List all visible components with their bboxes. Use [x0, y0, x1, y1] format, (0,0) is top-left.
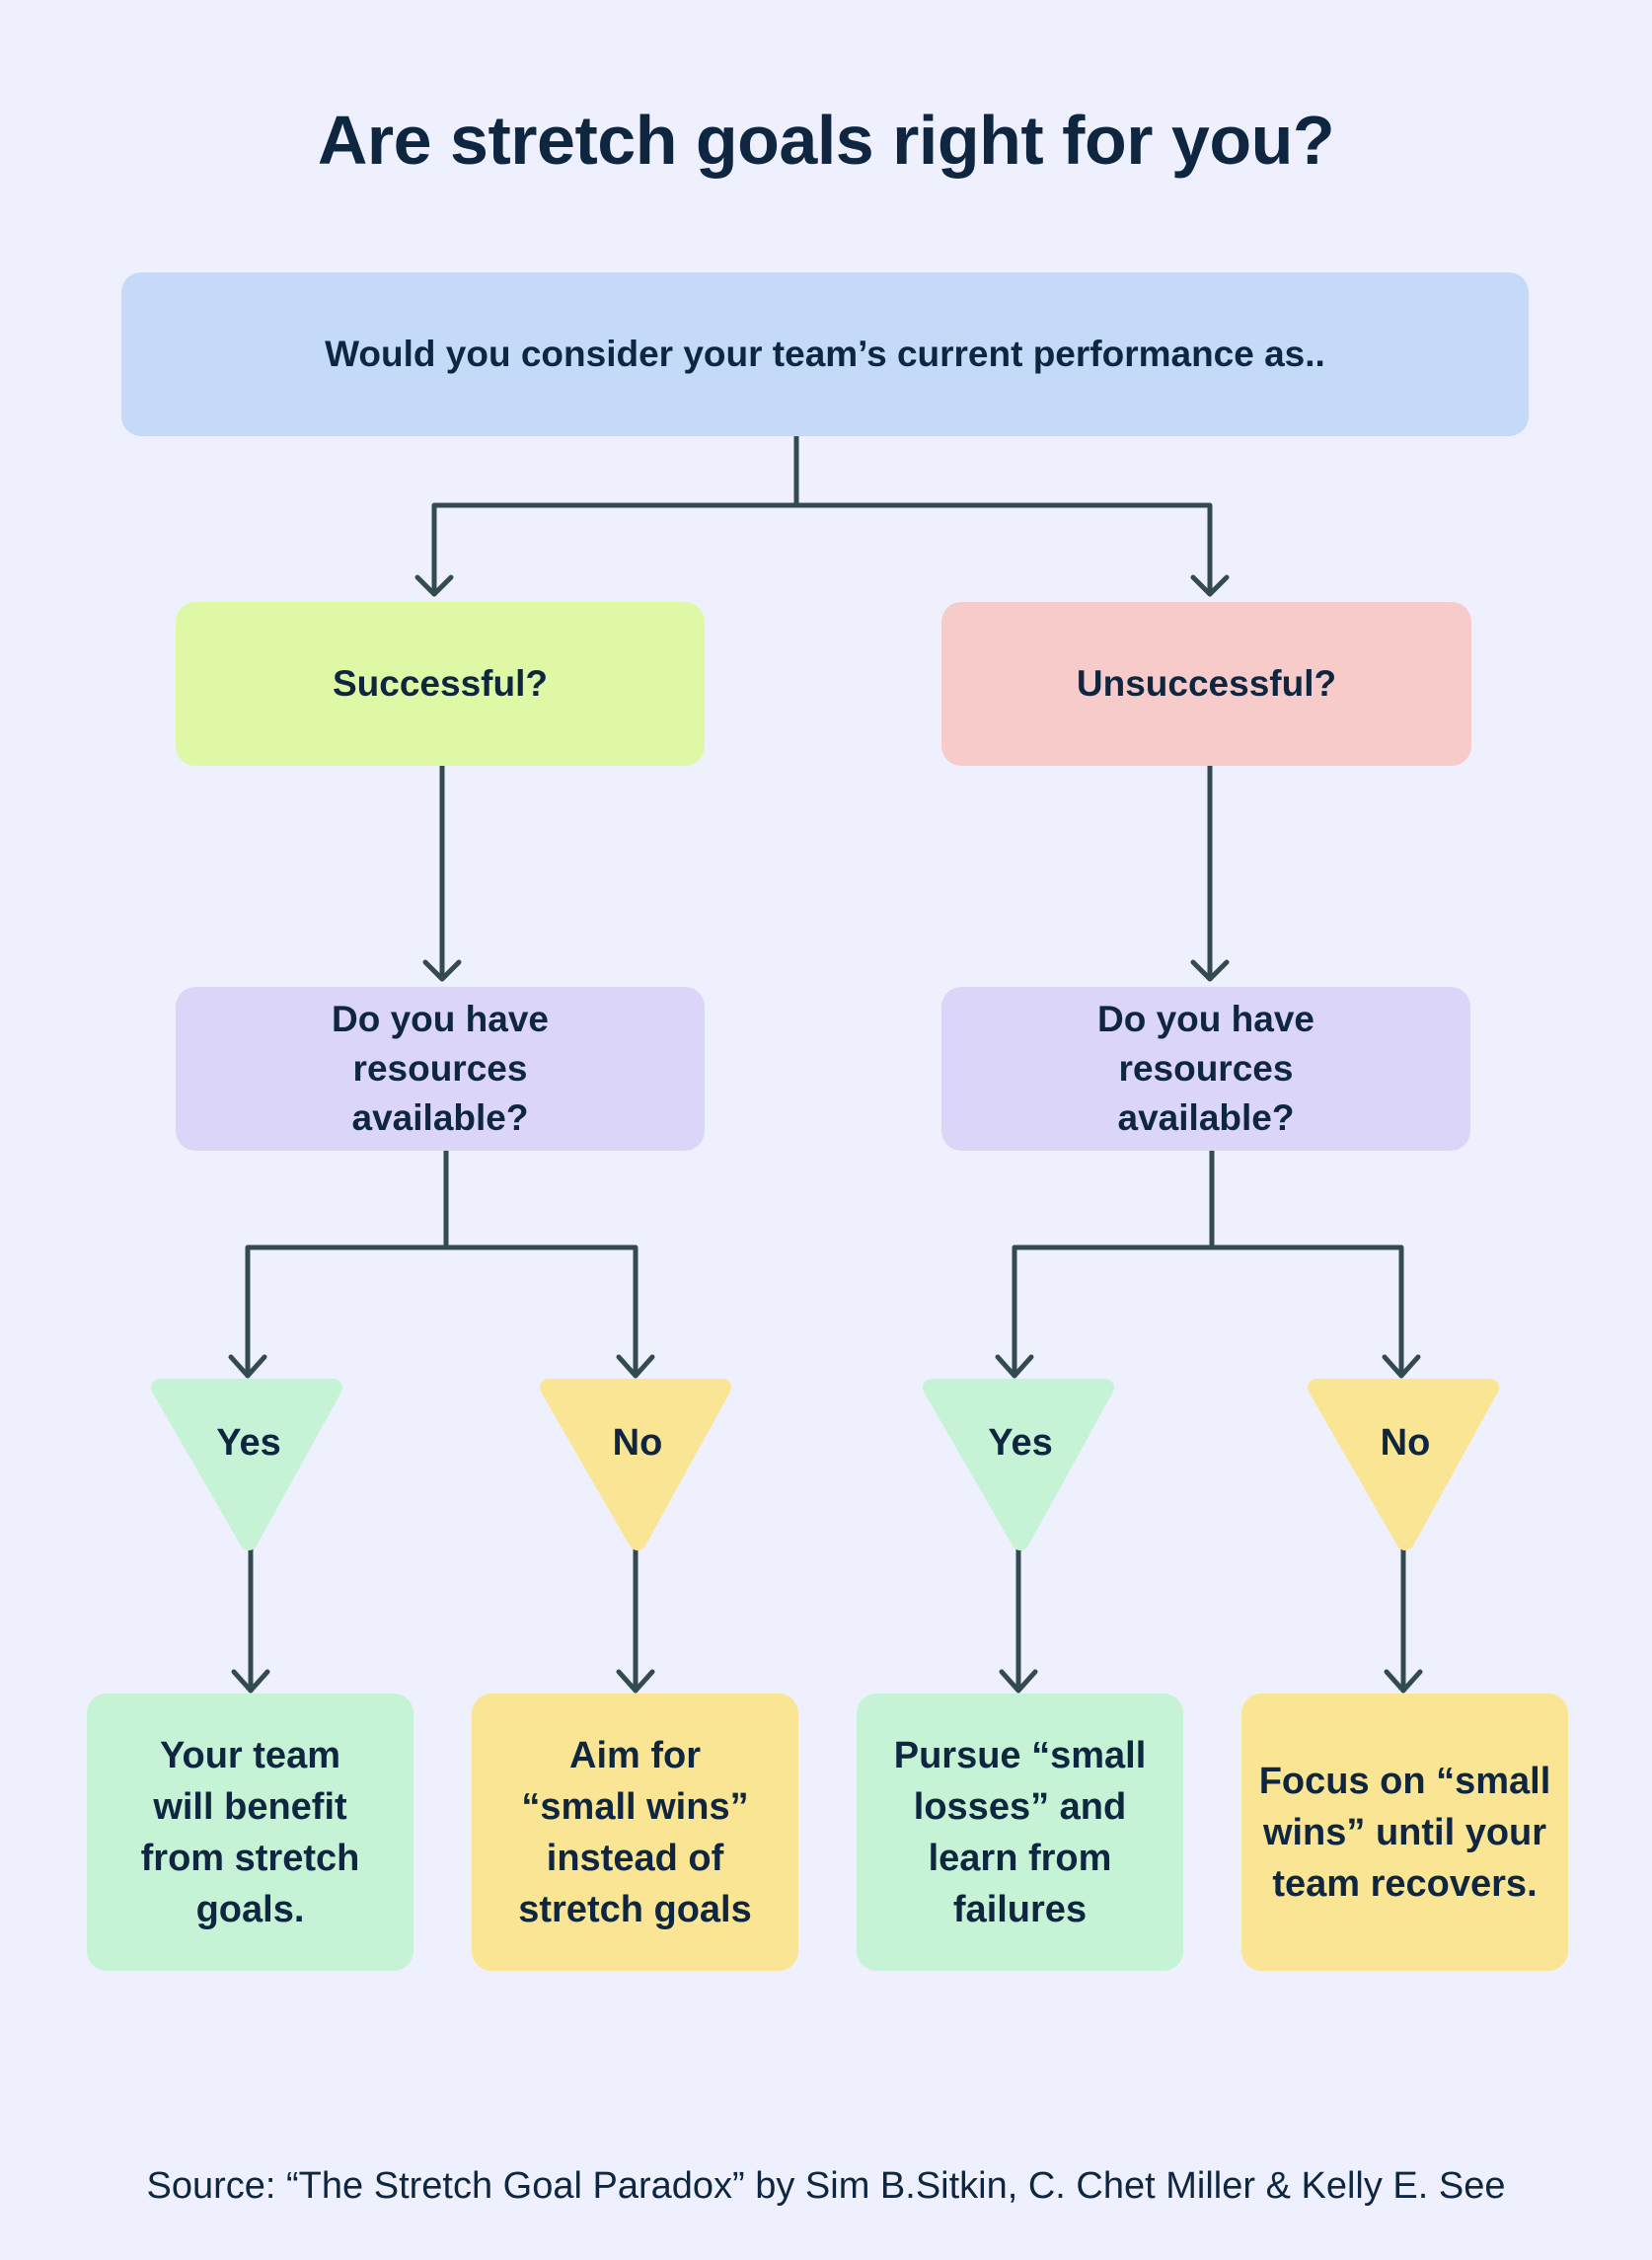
resources-question-box-left: Do you have resources available?: [176, 987, 705, 1151]
arrowhead-icon: [1384, 1669, 1423, 1694]
resources-question-text: Do you have resources available?: [1097, 999, 1314, 1138]
arrowhead-icon: [414, 574, 454, 597]
outcome-text: Pursue “small losses” and learn from fai…: [893, 1734, 1147, 1930]
arrowhead-icon: [1382, 1354, 1421, 1379]
answer-label-yes-right: Yes: [988, 1422, 1053, 1464]
source-citation: Source: “The Stretch Goal Paradox” by Si…: [146, 2165, 1506, 2207]
decision-triangle-yes-right: [923, 1379, 1114, 1550]
outcome-box-success-no: Aim for “small wins” instead of stretch …: [472, 1694, 798, 1971]
arrowhead-icon: [616, 1669, 655, 1694]
arrowhead-icon: [1190, 959, 1230, 982]
outcome-box-fail-yes: Pursue “small losses” and learn from fai…: [857, 1694, 1183, 1971]
successful-box: Successful?: [176, 602, 705, 766]
connector-root: [431, 433, 1213, 597]
outcome-box-success-yes: Your team will benefit from stretch goal…: [87, 1694, 413, 1971]
successful-label: Successful?: [333, 663, 548, 704]
outcome-text: Aim for “small wins” instead of stretch …: [518, 1734, 752, 1930]
answer-label-yes-left: Yes: [216, 1422, 281, 1464]
arrowhead-icon: [616, 1354, 655, 1379]
decision-triangle-yes-left: [151, 1379, 342, 1550]
resources-question-text: Do you have resources available?: [332, 999, 549, 1138]
page-title: Are stretch goals right for you?: [317, 102, 1335, 179]
answer-label-no-right: No: [1380, 1422, 1431, 1464]
resources-question-box-right: Do you have resources available?: [941, 987, 1470, 1151]
outcome-box-fail-no: Focus on “small wins” until your team re…: [1241, 1694, 1568, 1971]
outcome-text: Your team will benefit from stretch goal…: [140, 1734, 360, 1930]
root-question-text: Would you consider your team’s current p…: [325, 334, 1325, 374]
answer-label-no-left: No: [612, 1422, 663, 1464]
unsuccessful-label: Unsuccessful?: [1076, 663, 1337, 704]
decision-triangle-no-left: [540, 1379, 731, 1550]
outcome-text: Focus on “small wins” until your team re…: [1258, 1760, 1551, 1905]
arrowhead-icon: [422, 959, 462, 982]
root-question-box: Would you consider your team’s current p…: [121, 272, 1529, 436]
decision-triangle-no-right: [1308, 1379, 1499, 1550]
arrowhead-icon: [999, 1669, 1038, 1694]
unsuccessful-box: Unsuccessful?: [941, 602, 1471, 766]
arrowhead-icon: [231, 1669, 270, 1694]
arrowhead-icon: [1190, 574, 1230, 597]
arrowhead-icon: [995, 1354, 1034, 1379]
arrowhead-icon: [228, 1354, 267, 1379]
connector-left-split: [245, 1148, 638, 1379]
connector-right-split: [1012, 1148, 1404, 1379]
